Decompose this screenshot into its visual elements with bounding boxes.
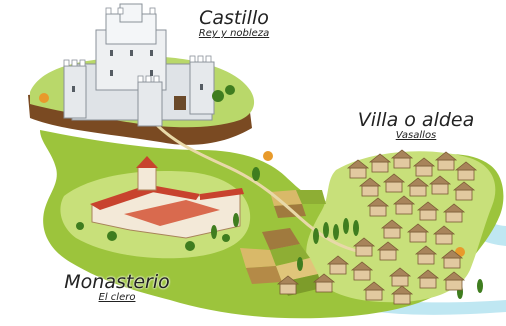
village-houses [276,149,478,305]
fields [240,190,326,296]
castle [39,3,235,127]
monastery-title: Monasterio [64,271,170,293]
monastery [76,156,244,251]
castle-subtitle: Rey y nobleza [198,28,270,39]
village-subtitle: Vasallos [395,130,437,141]
village-label: Villa o aldea Vasallos [354,110,478,141]
trees [211,167,483,299]
monastery-label: Monasterio El clero [58,272,176,303]
castle-label: Castillo Rey y nobleza [190,8,278,39]
road [148,116,363,254]
autumn-tree [263,151,273,161]
castle-title: Castillo [199,7,269,29]
village-title: Villa o aldea [357,109,475,131]
monastery-subtitle: El clero [98,292,136,303]
